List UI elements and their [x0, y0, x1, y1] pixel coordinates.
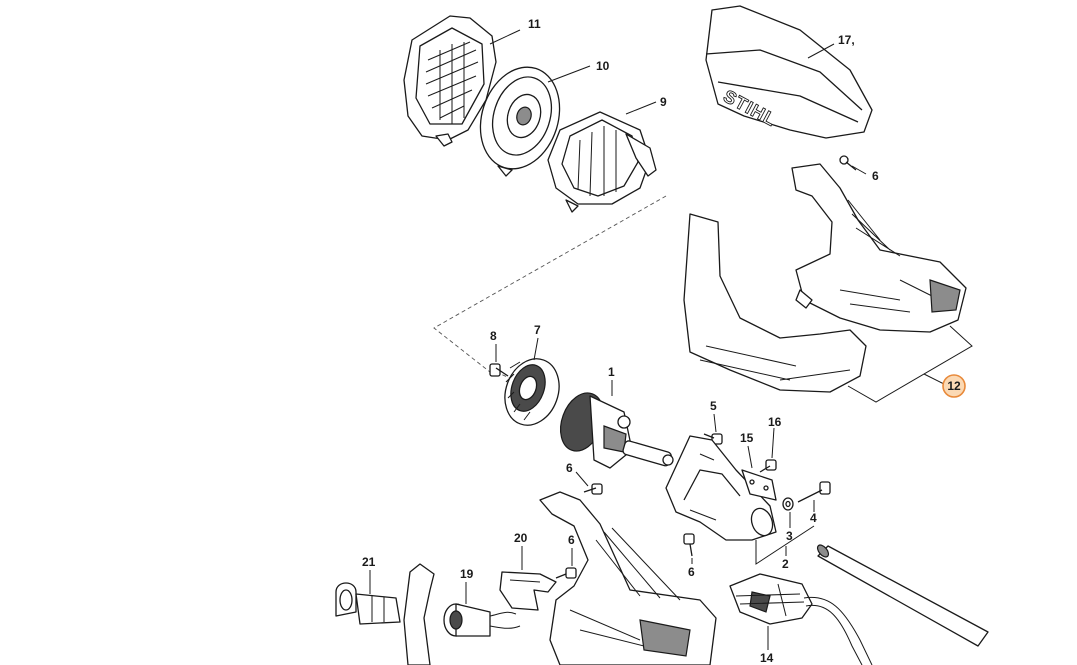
part-14-switch-assembly[interactable]: [729, 573, 873, 665]
leader-12: [923, 373, 945, 385]
part-17-top-hood[interactable]: STIHL: [705, 5, 873, 139]
part-lower-housing[interactable]: [539, 491, 717, 665]
part-left-handle-fragment[interactable]: [403, 563, 435, 665]
part-8-screw[interactable]: [489, 363, 509, 377]
part-4-bolt[interactable]: [797, 481, 831, 503]
label-part-6-c[interactable]: 6: [688, 565, 695, 579]
part-5-screw[interactable]: [703, 433, 723, 445]
part-6-screw-lower[interactable]: [683, 533, 695, 557]
label-part-20[interactable]: 20: [514, 531, 528, 545]
part-12-housing-shell[interactable]: [683, 163, 967, 393]
label-part-10[interactable]: 10: [596, 59, 610, 73]
part-3-washer[interactable]: [782, 497, 794, 511]
part-16-screw[interactable]: [759, 459, 777, 473]
part-shaft-tube[interactable]: [815, 543, 989, 647]
leader-11: [489, 29, 521, 45]
part-19-plug-socket[interactable]: [443, 603, 521, 637]
assembly-line-fan: [433, 195, 667, 373]
label-part-12[interactable]: 12: [947, 379, 961, 393]
label-part-5[interactable]: 5: [710, 399, 717, 413]
label-part-3[interactable]: 3: [786, 529, 793, 543]
label-part-2[interactable]: 2: [782, 557, 789, 571]
part-21-cable-plug[interactable]: [335, 582, 401, 625]
label-part-16[interactable]: 16: [768, 415, 782, 429]
label-part-6-a[interactable]: 6: [872, 169, 879, 183]
label-part-11[interactable]: 11: [528, 17, 541, 31]
part-6-screw-middle[interactable]: [583, 483, 603, 495]
part-1-motor[interactable]: [553, 387, 674, 469]
label-part-4[interactable]: 4: [810, 511, 817, 525]
label-part-8[interactable]: 8: [490, 329, 497, 343]
label-part-1[interactable]: 1: [608, 365, 615, 379]
label-part-14[interactable]: 14: [760, 651, 774, 665]
part-6-screw-left[interactable]: [555, 567, 577, 579]
label-part-21[interactable]: 21: [362, 555, 376, 569]
label-part-6-b[interactable]: 6: [566, 461, 573, 475]
part-bearing-housing[interactable]: [665, 435, 777, 541]
label-part-7[interactable]: 7: [534, 323, 541, 337]
leader-17: [807, 43, 835, 59]
leader-9: [625, 101, 657, 115]
part-9-fan-housing[interactable]: [547, 111, 657, 213]
part-11-fan-cover[interactable]: [403, 15, 497, 147]
label-part-19[interactable]: 19: [460, 567, 474, 581]
highlight-part-12[interactable]: [942, 374, 966, 398]
leader-10: [547, 65, 591, 83]
part-20-clip[interactable]: [499, 571, 557, 611]
leader-7: [533, 337, 539, 361]
leader-6b: [575, 471, 589, 487]
part-15-clamp-plate[interactable]: [741, 469, 777, 501]
leader-15: [747, 445, 753, 469]
label-part-15[interactable]: 15: [740, 431, 754, 445]
label-part-6-d[interactable]: 6: [568, 533, 575, 547]
part-10-starter-disc[interactable]: [468, 57, 572, 179]
leader-2-bracket: [755, 525, 815, 565]
label-part-17[interactable]: 17,: [838, 33, 855, 47]
label-part-9[interactable]: 9: [660, 95, 667, 109]
part-7-fan-wheel[interactable]: [496, 351, 568, 433]
leader-16: [771, 427, 775, 459]
part-6-screw-top[interactable]: [839, 155, 857, 171]
leader-5: [713, 413, 717, 433]
leader-6a: [851, 165, 867, 175]
